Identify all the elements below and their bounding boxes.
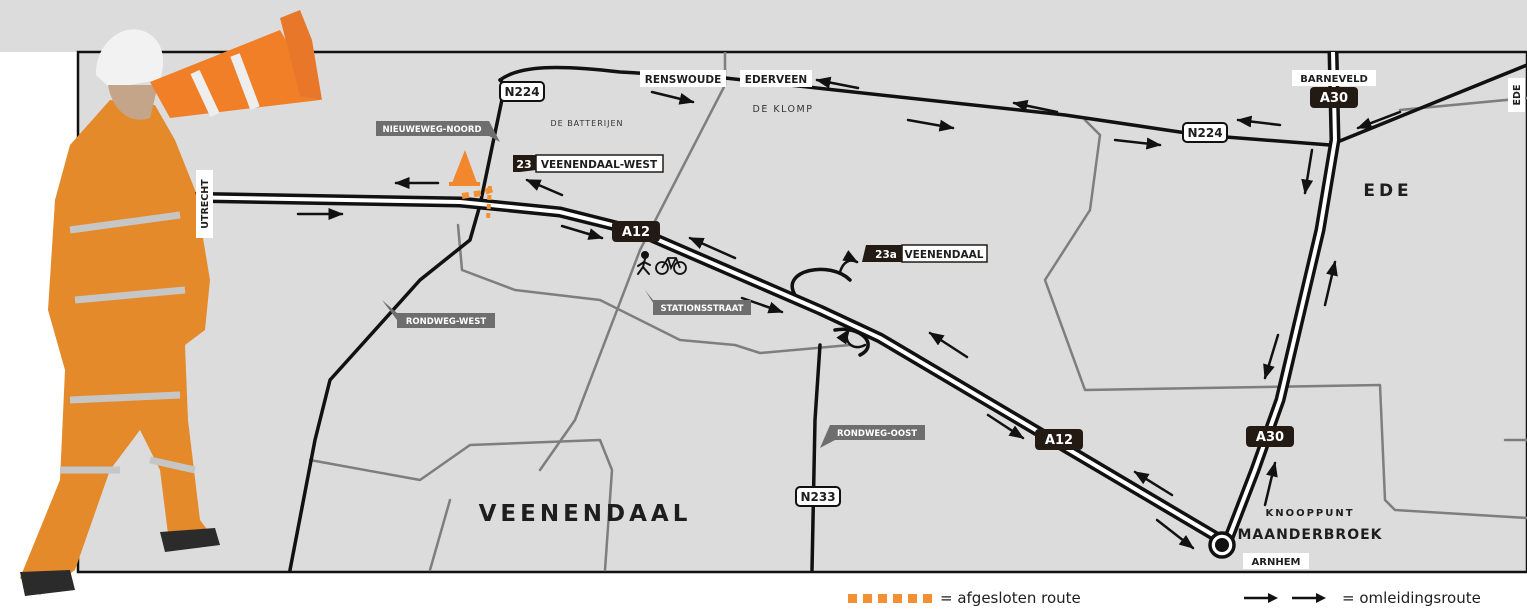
- exit-23a-sign: 23a VEENENDAAL: [862, 244, 988, 263]
- n233-label: N233: [800, 490, 835, 504]
- detour-arrow-icon: [928, 331, 969, 359]
- street-label: NIEUWEWEG-NOORD: [382, 125, 481, 135]
- street-tag-stationsstraat: STATIONSSTRAAT: [645, 290, 751, 315]
- a12-label: A12: [622, 225, 650, 240]
- a30-shield: A30: [1310, 87, 1358, 108]
- closed-route-swatch: [848, 593, 932, 603]
- place-label: UTRECHT: [200, 179, 211, 229]
- legend-detour-route-label: = omleidingsroute: [1342, 589, 1481, 607]
- map-background: [0, 0, 1527, 52]
- detour-arrow-icon: [560, 224, 604, 240]
- a12-shield: A12: [612, 221, 660, 242]
- detour-arrow-icon: [688, 236, 737, 260]
- place-tag-ederveen: EDERVEEN: [740, 70, 812, 87]
- knooppunt-label: KNOOPPUNT: [1265, 508, 1354, 519]
- bicycle-icon: [655, 257, 687, 275]
- district-label-de-batterijen: DE BATTERIJEN: [550, 119, 623, 128]
- exit-23a-name: VEENENDAAL: [905, 249, 984, 261]
- place-tag-ede-edge: EDE: [1508, 78, 1525, 112]
- street-tag-nieuweweg-noord: NIEUWEWEG-NOORD: [376, 121, 500, 142]
- exit-23a-number: 23a: [875, 249, 897, 261]
- detour-arrow-icon: [906, 118, 955, 132]
- a12-shield: A12: [1035, 429, 1083, 450]
- detour-arrow-icon: [1263, 461, 1278, 507]
- place-label: RENSWOUDE: [645, 74, 722, 86]
- exit-23-sign: 23 VEENENDAAL-WEST: [513, 154, 664, 173]
- legend-detour-route: = omleidingsroute: [1242, 588, 1481, 608]
- detour-arrow-icon: [1301, 148, 1314, 195]
- detour-arrow-icon: [1263, 333, 1280, 380]
- detour-arrow-icon: [525, 178, 564, 197]
- place-tag-arnhem: ARNHEM: [1243, 553, 1309, 569]
- n224-shield: N224: [1182, 122, 1228, 143]
- pedestrian-icon: [637, 251, 651, 275]
- legend-closed-route-label: = afgesloten route: [940, 589, 1081, 607]
- detour-arrow-icon: [1356, 110, 1402, 130]
- n233-shield: N233: [795, 486, 841, 507]
- detour-arrow-icon: [1155, 518, 1195, 550]
- a12-label: A12: [1045, 433, 1073, 448]
- n224-label: N224: [504, 85, 539, 99]
- detour-arrow-icon: [1113, 137, 1162, 150]
- detour-arrow-icon: [650, 90, 695, 105]
- maanderbroek-label: MAANDERBROEK: [1237, 527, 1382, 543]
- n224-shield: N224: [499, 81, 545, 102]
- a30-shield: A30: [1246, 426, 1294, 447]
- street-tag-rondweg-oost: RONDWEG-OOST: [820, 425, 925, 448]
- detour-arrow-icon: [1323, 260, 1338, 307]
- place-tag-barneveld: BARNEVELD: [1292, 70, 1376, 86]
- detour-arrow-icon: [986, 413, 1025, 440]
- detour-arrow-icon: [815, 76, 860, 90]
- detour-arrows: [296, 76, 1402, 550]
- detour-arrow-icon: [836, 328, 867, 349]
- detour-arrow-icon: [1012, 99, 1059, 114]
- interchange-circle-icon: [1208, 531, 1236, 559]
- place-label: EDE: [1512, 85, 1523, 106]
- detour-arrow-icon: [838, 250, 859, 274]
- n224-label: N224: [1187, 126, 1222, 140]
- place-tag-utrecht: UTRECHT: [196, 170, 213, 238]
- street-tag-rondweg-west: RONDWEG-WEST: [382, 300, 495, 328]
- town-label-ede: EDE: [1363, 181, 1412, 201]
- district-label-de-klomp: DE KLOMP: [753, 104, 814, 115]
- place-label: ARNHEM: [1252, 557, 1301, 568]
- exit-23-number: 23: [516, 158, 531, 171]
- street-label: STATIONSSTRAAT: [661, 304, 744, 314]
- traffic-cone-icon: [449, 150, 480, 186]
- closed-route: [461, 185, 495, 221]
- a30-label: A30: [1320, 91, 1348, 106]
- exit-23-name: VEENENDAAL-WEST: [541, 159, 658, 171]
- street-label: RONDWEG-OOST: [837, 429, 917, 439]
- place-label: BARNEVELD: [1300, 74, 1368, 85]
- detour-arrow-icon: [1133, 470, 1174, 497]
- legend-closed-route: = afgesloten route: [848, 588, 1081, 608]
- town-label-veenendaal: VEENENDAAL: [479, 501, 692, 527]
- street-label: RONDWEG-WEST: [406, 317, 487, 327]
- detour-arrow-icon: [1236, 115, 1282, 128]
- place-tag-renswoude: RENSWOUDE: [640, 70, 726, 87]
- map-frame: [76, 50, 1527, 574]
- a30-label: A30: [1256, 430, 1284, 445]
- detour-arrow-icon: [1244, 593, 1326, 603]
- place-label: EDERVEEN: [745, 74, 807, 86]
- worker-megaphone-illustration: [20, 10, 322, 596]
